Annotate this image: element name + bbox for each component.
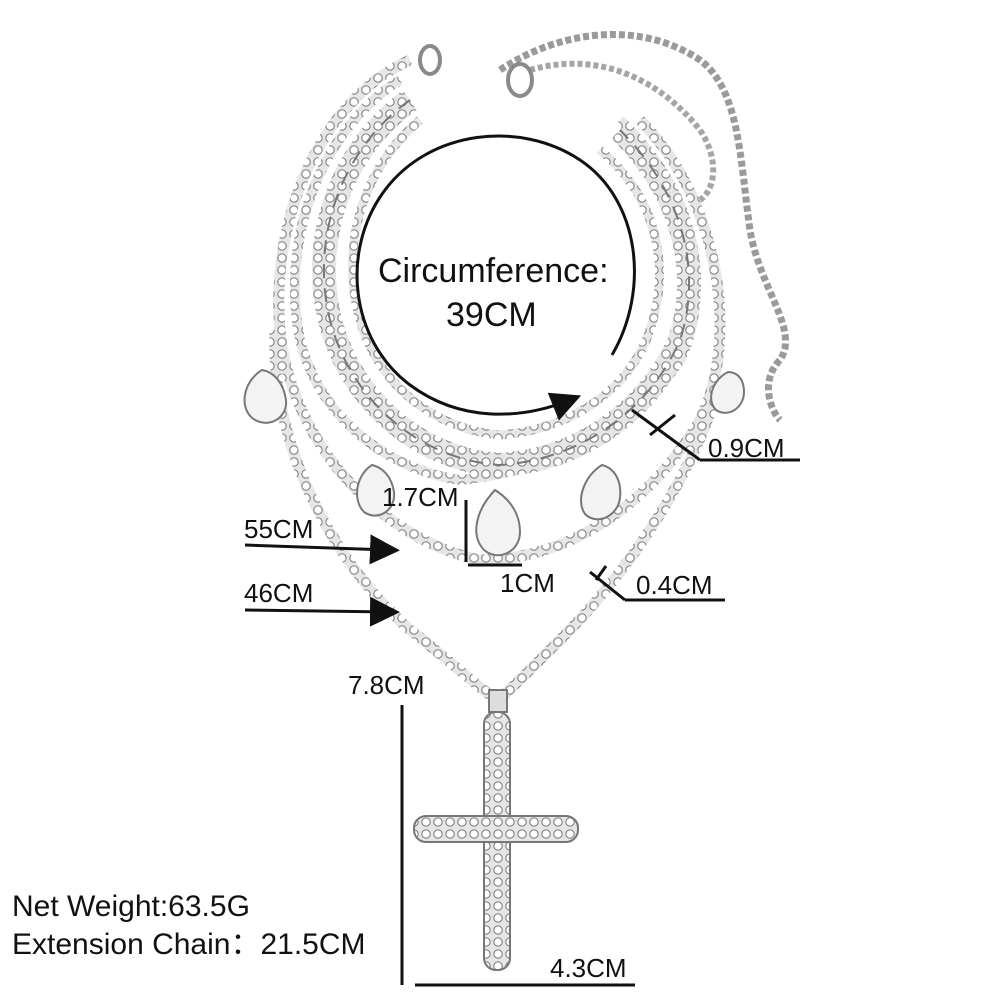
chain-cuban-outline [323, 99, 691, 467]
drop-width-1-label: 1CM [500, 568, 555, 598]
teardrop-stone-5 [710, 370, 746, 414]
width-0-9-label: 0.9CM [708, 433, 785, 463]
dim-0-4-line [589, 570, 626, 602]
teardrop-stone-3 [475, 488, 522, 557]
drop-1-7-label: 1.7CM [382, 482, 459, 512]
dim-0-9-tick [649, 413, 676, 437]
cross-horizontal [413, 815, 579, 843]
arrow-46cm [244, 596, 400, 627]
chain-tennis-inner [348, 116, 664, 440]
extension-chain [498, 31, 789, 423]
extension-chain-label: Extension Chain：21.5CM [12, 928, 366, 961]
arrow-55cm [244, 534, 400, 565]
width-0-4-label: 0.4CM [636, 570, 713, 600]
pendant-width-label: 4.3CM [550, 953, 627, 983]
lobster-clasp-2 [506, 62, 534, 98]
teardrop-stone [243, 368, 288, 424]
length-55-label: 55CM [244, 514, 314, 544]
dim-0-9-line [631, 408, 701, 462]
circumference-title: Circumference: [378, 252, 609, 290]
chain-55cm [273, 54, 726, 566]
net-weight-label: Net Weight:63.5G [12, 890, 250, 923]
teardrop-stone-2 [356, 463, 396, 517]
lobster-clasp [418, 44, 442, 76]
chain-46cm-right [494, 378, 726, 705]
circumference-arc [355, 134, 636, 421]
teardrop-stone-4 [580, 463, 622, 521]
length-46-label: 46CM [244, 578, 314, 608]
circumference-value: 39CM [446, 296, 537, 334]
dim-0-4-tick [594, 565, 608, 581]
pendant-length-label: 7.8CM [348, 670, 425, 700]
extension-chain-2 [529, 60, 717, 203]
cross-bail [488, 689, 508, 713]
